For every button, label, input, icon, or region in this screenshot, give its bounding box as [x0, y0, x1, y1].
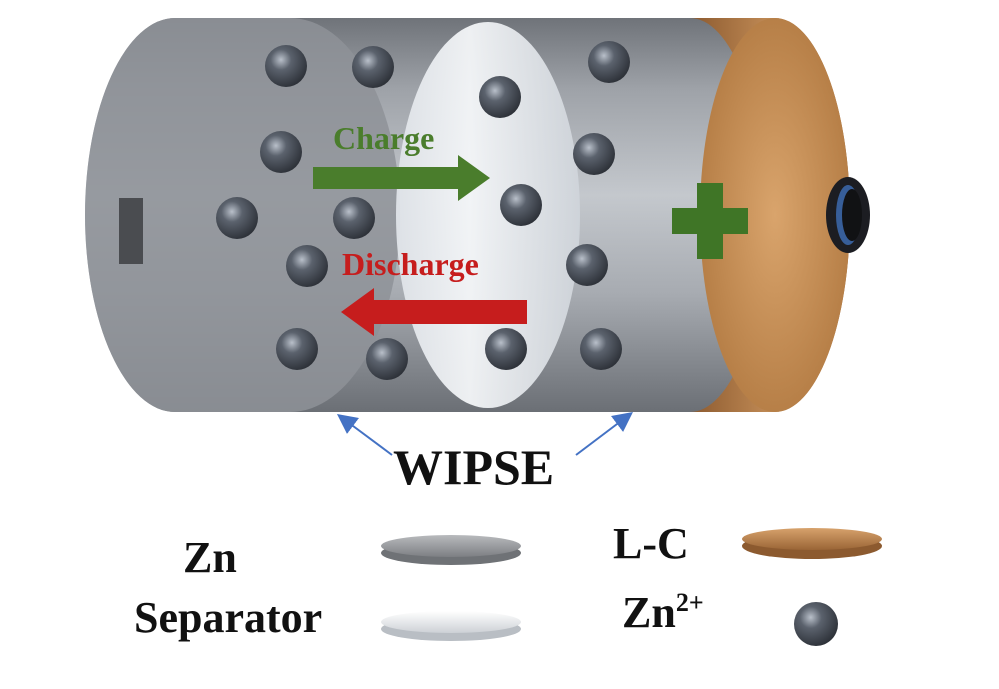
zn-ion: [352, 46, 394, 88]
zn-ion: [265, 45, 307, 87]
lc-end-face: [700, 18, 850, 412]
zn-ion: [286, 245, 328, 287]
zn-ion: [216, 197, 258, 239]
zn-ion: [566, 244, 608, 286]
wipse-pointer-left: [336, 414, 393, 456]
wipse-label: WIPSE: [393, 439, 555, 495]
legend-lc-disk: [742, 528, 882, 559]
legend-zn-label: Zn: [183, 533, 237, 582]
legend-zn-disk: [381, 535, 521, 565]
zn-ion: [485, 328, 527, 370]
legend-lc-label: L-C: [613, 519, 689, 568]
battery-body: [85, 18, 870, 412]
legend-ion: [794, 602, 838, 646]
wipse-pointer-right: [575, 411, 633, 456]
zn-ion: [500, 184, 542, 226]
positive-terminal-icon: [672, 183, 748, 259]
zn-ion-charge: 2+: [675, 588, 704, 617]
zn-ions: [216, 41, 630, 380]
discharge-label: Discharge: [342, 246, 479, 282]
charge-label: Charge: [333, 120, 435, 156]
zn-ion: [333, 197, 375, 239]
zn-ion: [479, 76, 521, 118]
zn-ion: [588, 41, 630, 83]
legend-zn-ion-label: Zn2+: [622, 590, 704, 635]
zn-ion: [366, 338, 408, 380]
zn-ion: [573, 133, 615, 175]
charge-arrow: [313, 155, 490, 201]
zn-ion: [276, 328, 318, 370]
legend-separator-label: Separator: [134, 593, 323, 642]
zn-ion-base: Zn: [622, 588, 676, 637]
legend-separator-disk: [381, 611, 521, 641]
zn-ion: [580, 328, 622, 370]
negative-terminal-icon: [119, 198, 143, 264]
discharge-arrow: [341, 288, 527, 336]
zn-ion: [260, 131, 302, 173]
